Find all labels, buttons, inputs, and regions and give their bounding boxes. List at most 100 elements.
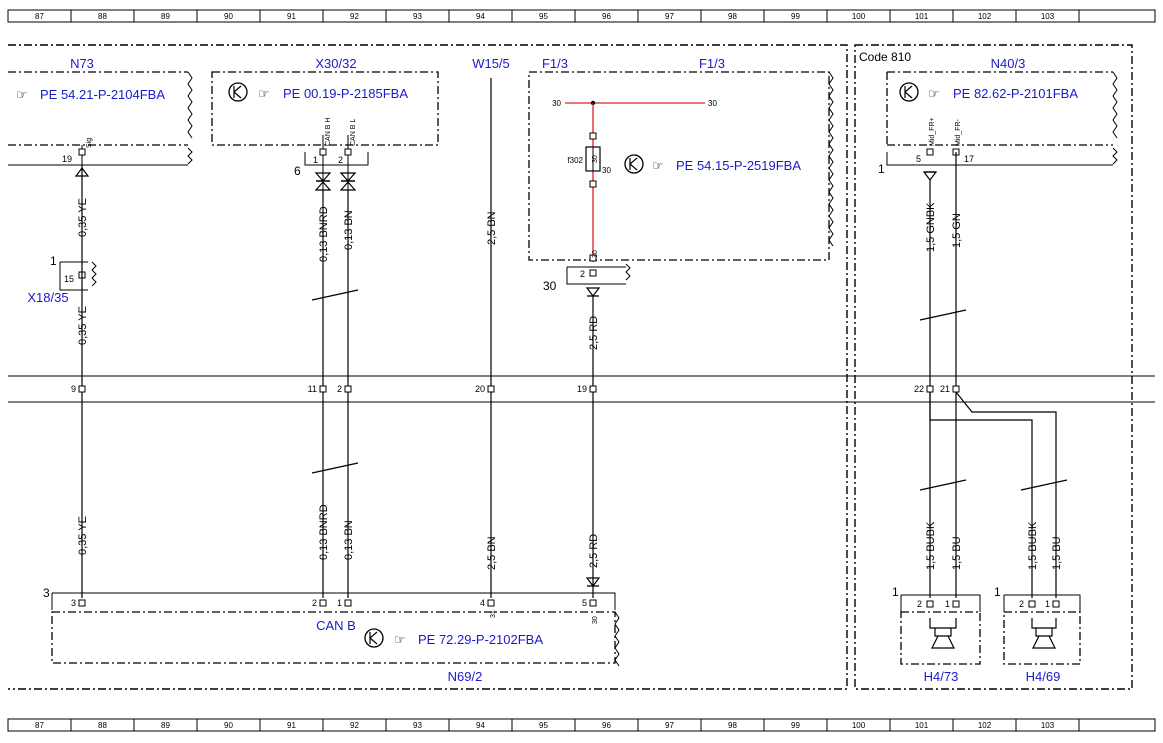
- svg-text:PE 54.15-P-2519FBA: PE 54.15-P-2519FBA: [676, 158, 801, 173]
- ruler-cell-91: 91: [287, 12, 296, 21]
- wire-label-bn25-2: 2,5 BN: [486, 536, 498, 570]
- svg-text:20: 20: [475, 384, 485, 394]
- wire-label-ye-2: 0,35 YE: [77, 306, 89, 345]
- w155-name: W15/5: [472, 56, 510, 71]
- svg-text:2: 2: [917, 599, 922, 609]
- svg-text:30: 30: [708, 99, 717, 108]
- ruler-cell-103: 103: [1041, 12, 1055, 21]
- wire-label-ye-3: 0,35 YE: [77, 516, 89, 555]
- n73-name: N73: [70, 56, 94, 71]
- ruler-cell-101: 101: [915, 721, 929, 730]
- svg-text:6: 6: [294, 164, 301, 178]
- svg-text:4: 4: [480, 598, 485, 608]
- svg-text:PE 54.21-P-2104FBA: PE 54.21-P-2104FBA: [40, 87, 165, 102]
- wire-label-bnrd-2: 0,13 BNRD: [318, 504, 330, 560]
- ruler-cell-96: 96: [602, 12, 611, 21]
- svg-text:17: 17: [964, 154, 974, 164]
- svg-text:PE 82.62-P-2101FBA: PE 82.62-P-2101FBA: [953, 86, 1078, 101]
- ruler-cell-91: 91: [287, 721, 296, 730]
- svg-text:1: 1: [945, 599, 950, 609]
- svg-text:5: 5: [916, 154, 921, 164]
- ruler-cell-95: 95: [539, 12, 548, 21]
- svg-text:30: 30: [552, 99, 561, 108]
- component-n69-2: 3 3 2 1 4 5 31 30 CAN B ☞ PE 72.29-P-210…: [43, 586, 620, 684]
- x1835-name: X18/35: [27, 290, 68, 305]
- n73-ref-link[interactable]: PE 54.21-P-2104FBA: [40, 87, 165, 102]
- ruler-cell-103: 103: [1041, 721, 1055, 730]
- svg-text:30: 30: [543, 279, 557, 293]
- wire-label-bu-2: 1,5 BU: [1051, 536, 1063, 570]
- h469-name: H4/69: [1026, 669, 1061, 684]
- svg-text:☞: ☞: [16, 87, 28, 102]
- ruler-cell-93: 93: [413, 721, 422, 730]
- svg-text:2: 2: [580, 269, 585, 279]
- ruler-cell-92: 92: [350, 721, 359, 730]
- ruler-cell-99: 99: [791, 721, 800, 730]
- svg-text:31: 31: [490, 610, 497, 618]
- svg-text:19: 19: [62, 154, 72, 164]
- ruler-cell-96: 96: [602, 721, 611, 730]
- component-x30-32: X30/32 ☞ PE 00.19-P-2185FBA CAN B H CAN …: [211, 56, 439, 191]
- f13-ref-link[interactable]: PE 54.15-P-2519FBA: [676, 158, 801, 173]
- svg-text:1: 1: [313, 155, 318, 165]
- svg-text:CAN B H: CAN B H: [325, 118, 332, 146]
- n403-ref-link[interactable]: PE 82.62-P-2101FBA: [953, 86, 1078, 101]
- ruler-cell-94: 94: [476, 721, 485, 730]
- ruler-cell-90: 90: [224, 12, 233, 21]
- wire-labels: 0,35 YE 0,35 YE 0,35 YE 0,13 BNRD 0,13 B…: [77, 198, 1063, 570]
- svg-text:☞: ☞: [652, 158, 664, 173]
- ruler-cell-95: 95: [539, 721, 548, 730]
- svg-text:2: 2: [337, 384, 342, 394]
- svg-text:11: 11: [308, 384, 317, 394]
- f13-name-right: F1/3: [699, 56, 725, 71]
- speaker-icon: [929, 618, 957, 649]
- svg-text:2: 2: [1019, 599, 1024, 609]
- wire-label-rd25-2: 2,5 RD: [588, 534, 600, 568]
- wire-label-gnbk: 1,5 GNBK: [925, 202, 937, 252]
- svg-text:1: 1: [878, 162, 885, 176]
- wire-label-bn013-1: 0,13 BN: [343, 210, 355, 250]
- svg-text:5: 5: [582, 598, 587, 608]
- wire-label-bnrd-1: 0,13 BNRD: [318, 206, 330, 262]
- svg-text:Mid_FR+: Mid_FR+: [929, 117, 936, 146]
- wire-label-bubk-2: 1,5 BUBK: [1027, 521, 1039, 570]
- svg-text:2: 2: [312, 598, 317, 608]
- ruler-cell-87: 87: [35, 12, 44, 21]
- svg-text:21: 21: [940, 384, 950, 394]
- component-h4-73: 1 2 1 H4/73: [892, 585, 981, 684]
- ruler-cell-102: 102: [978, 721, 992, 730]
- ruler-cell-89: 89: [161, 12, 170, 21]
- svg-text:f302: f302: [567, 156, 583, 165]
- wire-label-gn: 1,5 GN: [951, 213, 963, 248]
- svg-text:CAN B L: CAN B L: [350, 119, 357, 146]
- ruler-cell-99: 99: [791, 12, 800, 21]
- svg-text:Mid_FR-: Mid_FR-: [955, 118, 962, 146]
- svg-text:1: 1: [50, 254, 57, 268]
- ruler-cell-88: 88: [98, 12, 107, 21]
- ruler-cell-89: 89: [161, 721, 170, 730]
- x3032-ref-link[interactable]: PE 00.19-P-2185FBA: [283, 86, 408, 101]
- f13-name-left: F1/3: [542, 56, 568, 71]
- wire-label-bubk-1: 1,5 BUBK: [925, 521, 937, 570]
- n692-ref-link[interactable]: PE 72.29-P-2102FBA: [418, 632, 543, 647]
- ruler-cell-97: 97: [665, 721, 674, 730]
- svg-text:22: 22: [914, 384, 924, 394]
- wire-label-rd25-1: 2,5 RD: [588, 316, 600, 350]
- svg-text:☞: ☞: [258, 86, 270, 101]
- svg-text:3: 3: [71, 598, 76, 608]
- svg-text:19: 19: [577, 384, 587, 394]
- separation-pins: 9 11 2 20 19 22 21: [71, 384, 960, 394]
- ruler-cell-98: 98: [728, 12, 737, 21]
- n692-name: N69/2: [448, 669, 483, 684]
- svg-text:PE 72.29-P-2102FBA: PE 72.29-P-2102FBA: [418, 632, 543, 647]
- code-810-label: Code 810: [859, 50, 911, 64]
- svg-text:15: 15: [64, 274, 74, 284]
- svg-text:1: 1: [1045, 599, 1050, 609]
- svg-text:3: 3: [43, 586, 50, 600]
- svg-text:30: 30: [602, 166, 611, 175]
- ruler-cell-101: 101: [915, 12, 929, 21]
- svg-text:1: 1: [337, 598, 342, 608]
- ruler-cell-98: 98: [728, 721, 737, 730]
